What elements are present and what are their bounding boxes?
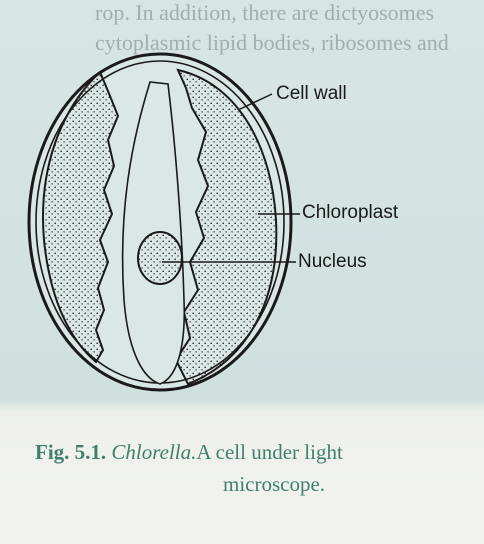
figure-panel: Cell wall Chloroplast Nucleus [0, 0, 484, 410]
label-chloroplast: Chloroplast [302, 202, 398, 224]
caption-organism: Chlorella. [111, 440, 196, 464]
figure-caption: Fig. 5.1. Chlorella.A cell under light m… [35, 436, 465, 500]
caption-figure-number: Fig. 5.1. [35, 440, 106, 464]
chlorella-cell-diagram [0, 0, 484, 410]
nucleus [138, 232, 182, 284]
caption-text-line2: microscope. [35, 468, 465, 500]
label-cell-wall: Cell wall [276, 83, 347, 105]
label-nucleus: Nucleus [298, 251, 367, 273]
caption-text-line1: A cell under light [196, 440, 342, 464]
